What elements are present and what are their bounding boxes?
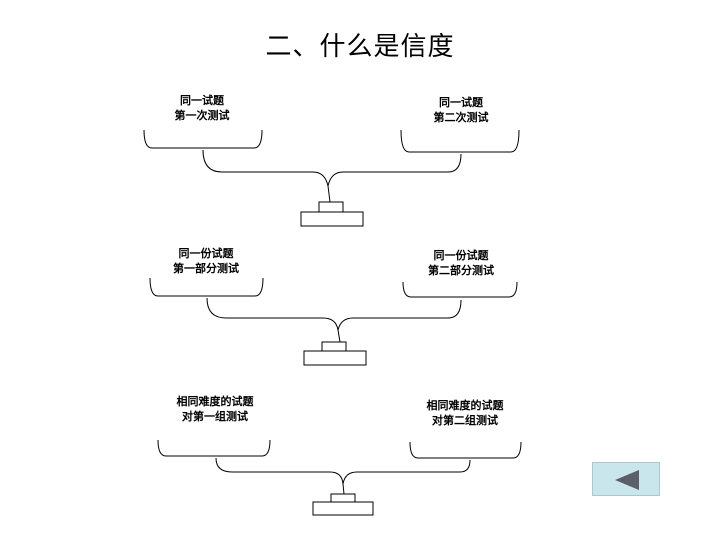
group-3-left-bracket xyxy=(157,439,271,457)
group-1-left-bracket xyxy=(143,129,263,149)
group-2-right-label: 同一份试题 第二部分测试 xyxy=(401,248,521,278)
group-3-right-line-1: 相同难度的试题 xyxy=(426,399,504,412)
group-1-left-label: 同一试题 第一次测试 xyxy=(142,93,262,123)
group-3-base-cap xyxy=(330,493,356,503)
group-2-left-label: 同一份试题 第一部分测试 xyxy=(146,246,266,276)
group-3-left-line-1: 相同难度的试题 xyxy=(176,395,254,408)
group-3-right-label: 相同难度的试题 对第二组测试 xyxy=(405,398,525,428)
group-3-brace xyxy=(215,457,471,495)
group-2-base-cap xyxy=(321,341,347,352)
group-3-right-bracket xyxy=(409,441,522,459)
group-3-left-line-2: 对第一组测试 xyxy=(182,410,248,423)
group-3-right-line-2: 对第二组测试 xyxy=(432,414,498,427)
back-button[interactable] xyxy=(592,462,660,496)
group-2-left-bracket xyxy=(149,277,264,297)
group-2-right-line-2: 第二部分测试 xyxy=(428,264,494,277)
group-3-connector xyxy=(157,439,522,516)
triangle-left-icon xyxy=(615,470,639,490)
group-3-base xyxy=(312,501,374,516)
group-2-connector xyxy=(149,277,518,366)
group-2-left-line-2: 第一部分测试 xyxy=(173,262,239,275)
group-1-left-line-1: 同一试题 xyxy=(180,94,224,107)
page-title: 二、什么是信度 xyxy=(265,32,455,62)
group-1-base-cap xyxy=(318,201,344,213)
group-1-base xyxy=(300,211,364,227)
group-1-left-line-2: 第一次测试 xyxy=(174,109,230,122)
group-2-brace xyxy=(206,297,462,343)
group-2-right-line-1: 同一份试题 xyxy=(433,249,489,262)
group-1-connector xyxy=(143,129,520,227)
group-1-right-label: 同一试题 第二次测试 xyxy=(401,95,521,125)
group-3-left-label: 相同难度的试题 对第一组测试 xyxy=(155,394,275,424)
group-1-brace xyxy=(202,149,462,203)
group-1-right-bracket xyxy=(400,129,520,153)
group-2-base xyxy=(303,350,367,366)
group-1-right-line-1: 同一试题 xyxy=(439,96,483,109)
group-1-right-line-2: 第二次测试 xyxy=(433,111,489,124)
group-2-left-line-1: 同一份试题 xyxy=(178,247,234,260)
group-2-right-bracket xyxy=(402,281,518,298)
